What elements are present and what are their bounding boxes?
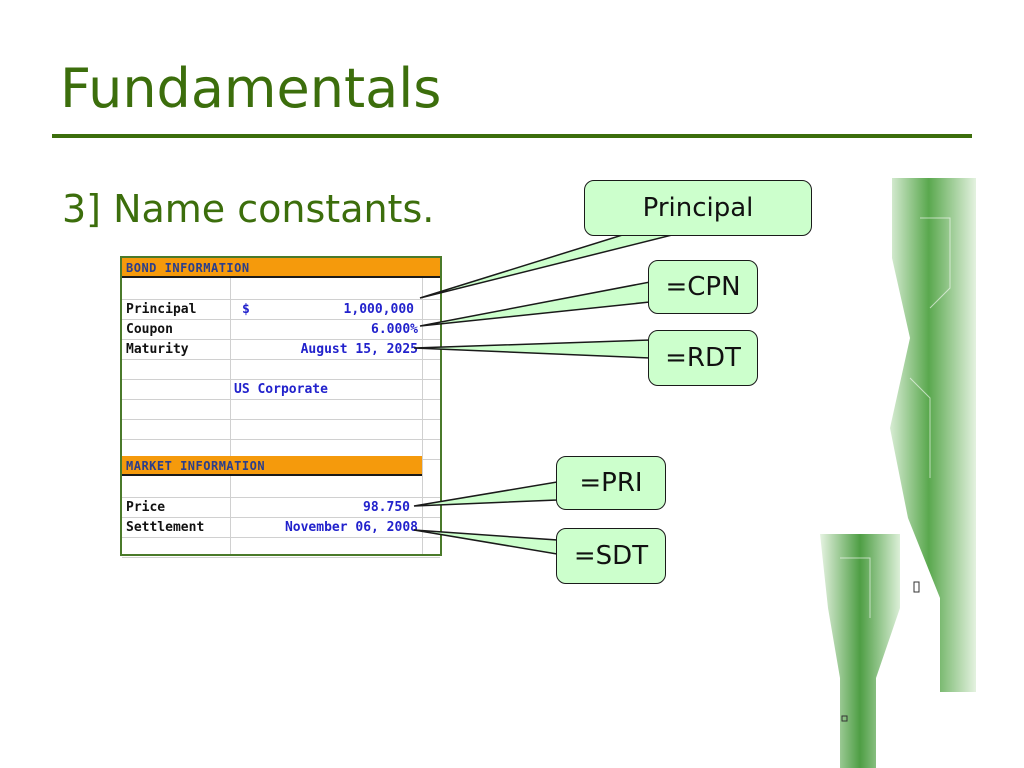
cpn-callout: =CPN (648, 260, 758, 314)
coupon-value[interactable]: 6.000% (371, 322, 418, 337)
maturity-value[interactable]: August 15, 2025 (300, 342, 418, 357)
market-header-row: MARKET INFORMATION (122, 456, 422, 476)
column-divider (422, 258, 423, 554)
settlement-value[interactable]: November 06, 2008 (284, 520, 418, 535)
price-value[interactable]: 98.750 (363, 500, 410, 515)
circuit-decoration (820, 178, 976, 768)
price-label: Price (126, 500, 166, 515)
title-underline (52, 134, 972, 138)
table-row: Principal $ 1,000,000 (122, 300, 440, 320)
sdt-pointer (413, 529, 558, 555)
principal-value[interactable]: 1,000,000 (343, 302, 414, 317)
bond-header-row: BOND INFORMATION (122, 258, 440, 278)
principal-callout: Principal (584, 180, 812, 236)
slide-subtitle: 3] Name constants. (62, 187, 435, 231)
table-row: Settlement November 06, 2008 (122, 518, 440, 538)
bond-header: BOND INFORMATION (126, 261, 250, 275)
table-row (122, 280, 440, 300)
table-row (122, 538, 440, 558)
rdt-pointer (413, 339, 651, 359)
column-divider (230, 258, 231, 554)
table-row (122, 478, 440, 498)
table-row: Price 98.750 (122, 498, 440, 518)
sdt-callout: =SDT (556, 528, 666, 584)
table-row: Maturity August 15, 2025 (122, 340, 440, 360)
pri-pointer (413, 481, 558, 507)
table-row (122, 360, 440, 380)
bond-type-value[interactable]: US Corporate (234, 382, 328, 397)
maturity-label: Maturity (126, 342, 189, 357)
table-row (122, 420, 440, 440)
table-row (122, 400, 440, 420)
principal-label: Principal (126, 302, 197, 317)
bond-spreadsheet: BOND INFORMATION Principal $ 1,000,000 C… (120, 256, 442, 558)
settlement-label: Settlement (126, 520, 205, 535)
market-header: MARKET INFORMATION (126, 459, 266, 473)
principal-currency: $ (242, 302, 250, 317)
pri-callout: =PRI (556, 456, 666, 510)
coupon-label: Coupon (126, 322, 173, 337)
slide-title: Fundamentals (60, 57, 442, 120)
table-row: US Corporate (122, 380, 440, 400)
table-row: Coupon 6.000% (122, 320, 440, 340)
rdt-callout: =RDT (648, 330, 758, 386)
